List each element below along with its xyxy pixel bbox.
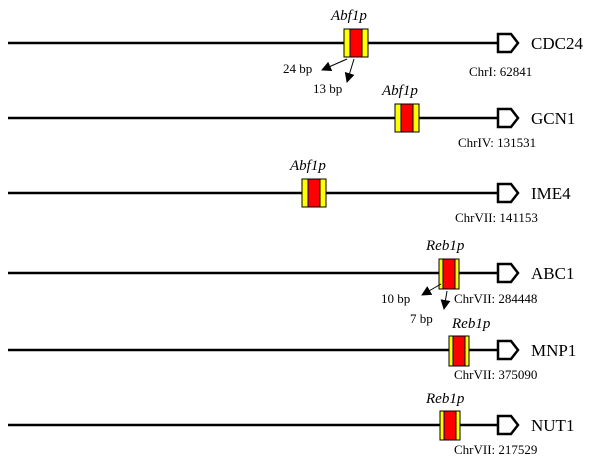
gene-arrow [496, 107, 520, 129]
chromosome-location: ChrVII: 141153 [455, 210, 538, 225]
gene-arrow [496, 32, 520, 54]
binding-site [438, 258, 460, 290]
track-ime4: IME4 ChrVII: 141153 Abf1p [8, 158, 571, 225]
track-mnp1: MNP1 ChrVII: 375090 Reb1p [8, 316, 576, 382]
track-gcn1: GCN1 ChrIV: 131531 Abf1p [8, 83, 575, 150]
distance-label-right: 7 bp [410, 311, 433, 326]
distance-arrow-right [440, 290, 451, 310]
distance-label-right: 13 bp [313, 81, 342, 96]
gene-label: MNP1 [531, 341, 576, 360]
distance-arrow-left [321, 58, 348, 71]
chromosome-location: ChrVII: 375090 [454, 367, 537, 382]
gene-arrow [496, 182, 520, 204]
binding-site [439, 410, 461, 441]
factor-label: Abf1p [381, 83, 418, 99]
binding-site [394, 103, 420, 133]
chromosome-location: ChrIV: 131531 [458, 135, 536, 150]
chromosome-location: ChrI: 62841 [469, 64, 532, 79]
distance-label-left: 10 bp [381, 291, 410, 306]
factor-label: Abf1p [330, 8, 367, 24]
chromosome-location: ChrVII: 284448 [454, 291, 537, 306]
gene-label: ABC1 [531, 264, 574, 283]
track-nut1: NUT1 ChrVII: 217529 Reb1p [8, 391, 574, 457]
binding-site [343, 28, 369, 58]
distance-label-left: 24 bp [283, 61, 312, 76]
binding-site-core [349, 28, 363, 58]
track-cdc24: CDC24 ChrI: 62841 Abf1p 24 bp 13 bp [8, 8, 583, 96]
gene-arrow [496, 339, 520, 361]
gene-label: IME4 [531, 184, 571, 203]
gene-label: NUT1 [531, 416, 574, 435]
binding-site [301, 178, 327, 208]
binding-site [448, 335, 470, 367]
gene-label: GCN1 [531, 109, 575, 128]
binding-site-core [400, 103, 414, 133]
gene-arrow [496, 262, 520, 284]
track-abc1: ABC1 ChrVII: 284448 Reb1p 10 bp 7 bp [8, 238, 574, 326]
factor-label: Abf1p [289, 158, 326, 174]
factor-label: Reb1p [425, 238, 465, 254]
factor-label: Reb1p [425, 391, 465, 407]
binding-site-core [443, 410, 457, 441]
distance-arrow-right [344, 58, 355, 83]
gene-arrow [496, 414, 520, 436]
gene-label: CDC24 [531, 34, 583, 53]
binding-site-core [307, 178, 321, 208]
binding-site-core [442, 258, 456, 290]
factor-label: Reb1p [451, 316, 491, 332]
distance-arrow-left [421, 283, 442, 296]
chromosome-location: ChrVII: 217529 [454, 442, 537, 457]
binding-site-core [452, 335, 466, 367]
